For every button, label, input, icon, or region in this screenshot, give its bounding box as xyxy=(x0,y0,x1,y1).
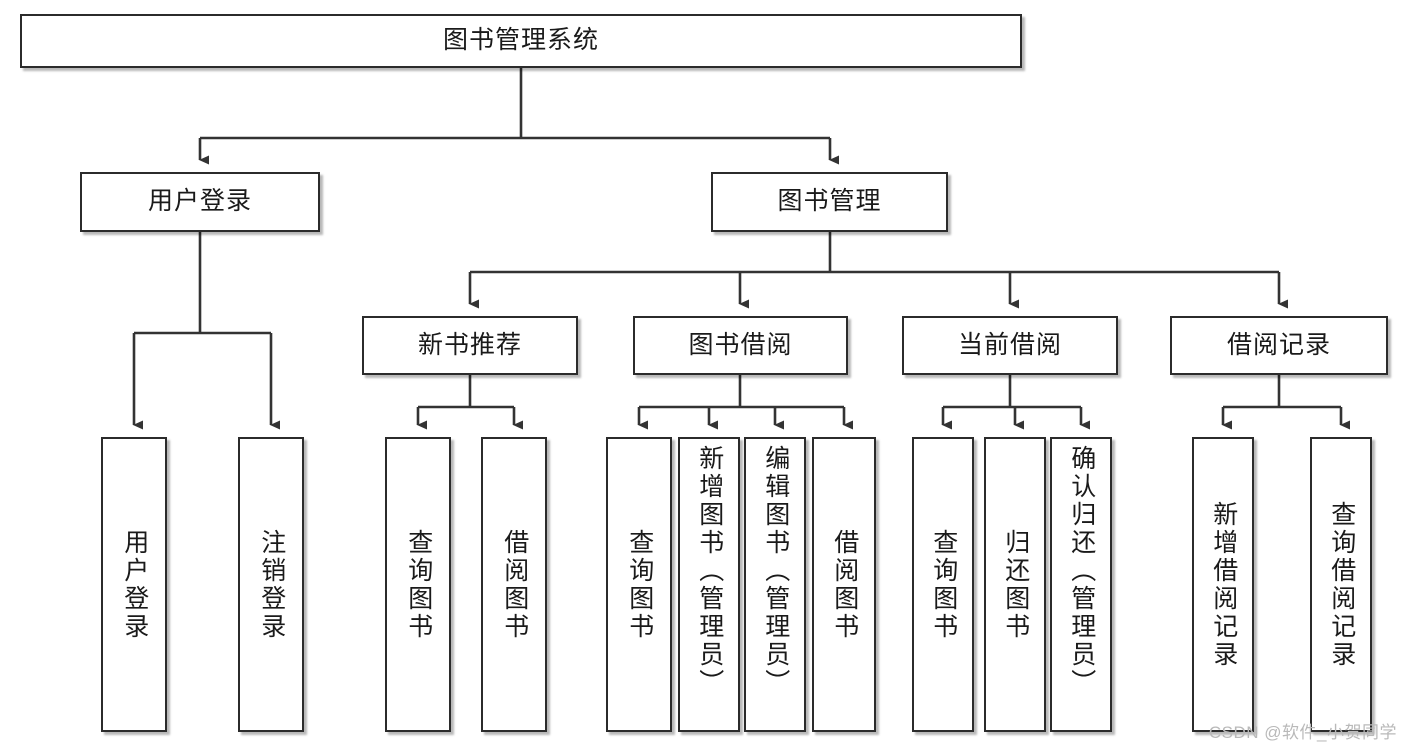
node-leaf-query-book-rec[interactable]: 查询图书 xyxy=(385,437,451,732)
node-borrow-record[interactable]: 借阅记录 xyxy=(1170,316,1388,375)
node-leaf-query-book-bor[interactable]: 查询图书 xyxy=(606,437,672,732)
node-leaf-user-login-label: 用户登录 xyxy=(120,529,149,641)
node-leaf-add-record[interactable]: 新增借阅记录 xyxy=(1192,437,1254,732)
node-leaf-borrow-book-bor-label: 借阅图书 xyxy=(830,529,859,641)
node-book-borrow-label: 图书借阅 xyxy=(688,330,793,359)
node-book-manage[interactable]: 图书管理 xyxy=(711,172,948,232)
node-borrow-record-label: 借阅记录 xyxy=(1226,330,1331,359)
node-leaf-query-book-bor-label: 查询图书 xyxy=(625,529,654,641)
node-root[interactable]: 图书管理系统 xyxy=(20,14,1022,68)
node-leaf-query-book-cur-label: 查询图书 xyxy=(929,529,958,641)
node-leaf-user-login[interactable]: 用户登录 xyxy=(101,437,167,732)
node-leaf-logout-label: 注销登录 xyxy=(257,529,286,641)
node-leaf-borrow-book-rec-label: 借阅图书 xyxy=(500,529,529,641)
node-leaf-add-record-label: 新增借阅记录 xyxy=(1209,501,1238,669)
node-new-book-recommend[interactable]: 新书推荐 xyxy=(362,316,578,375)
node-leaf-query-book-cur[interactable]: 查询图书 xyxy=(912,437,974,732)
node-leaf-borrow-book-bor[interactable]: 借阅图书 xyxy=(812,437,876,732)
node-leaf-query-book-rec-label: 查询图书 xyxy=(404,529,433,641)
node-root-label: 图书管理系统 xyxy=(442,26,599,55)
node-leaf-query-record-label: 查询借阅记录 xyxy=(1327,501,1356,669)
node-leaf-logout[interactable]: 注销登录 xyxy=(238,437,304,732)
node-leaf-confirm-return-label: 确认归还（管理员） xyxy=(1067,445,1096,697)
node-current-borrow-label: 当前借阅 xyxy=(957,330,1062,359)
node-leaf-confirm-return[interactable]: 确认归还（管理员） xyxy=(1050,437,1112,732)
node-leaf-edit-book-label: 编辑图书（管理员） xyxy=(761,445,790,697)
node-user-login[interactable]: 用户登录 xyxy=(80,172,320,232)
watermark: CSDN @软件_小贺同学 xyxy=(1208,723,1397,742)
node-current-borrow[interactable]: 当前借阅 xyxy=(902,316,1118,375)
node-leaf-add-book-label: 新增图书（管理员） xyxy=(695,445,724,697)
node-user-login-label: 用户登录 xyxy=(147,187,252,216)
node-leaf-return-book[interactable]: 归还图书 xyxy=(984,437,1046,732)
node-new-book-recommend-label: 新书推荐 xyxy=(417,330,522,359)
node-leaf-add-book[interactable]: 新增图书（管理员） xyxy=(678,437,740,732)
node-leaf-return-book-label: 归还图书 xyxy=(1001,529,1030,641)
node-book-borrow[interactable]: 图书借阅 xyxy=(633,316,848,375)
node-leaf-query-record[interactable]: 查询借阅记录 xyxy=(1310,437,1372,732)
node-book-manage-label: 图书管理 xyxy=(777,187,882,216)
node-leaf-borrow-book-rec[interactable]: 借阅图书 xyxy=(481,437,547,732)
node-leaf-edit-book[interactable]: 编辑图书（管理员） xyxy=(744,437,806,732)
